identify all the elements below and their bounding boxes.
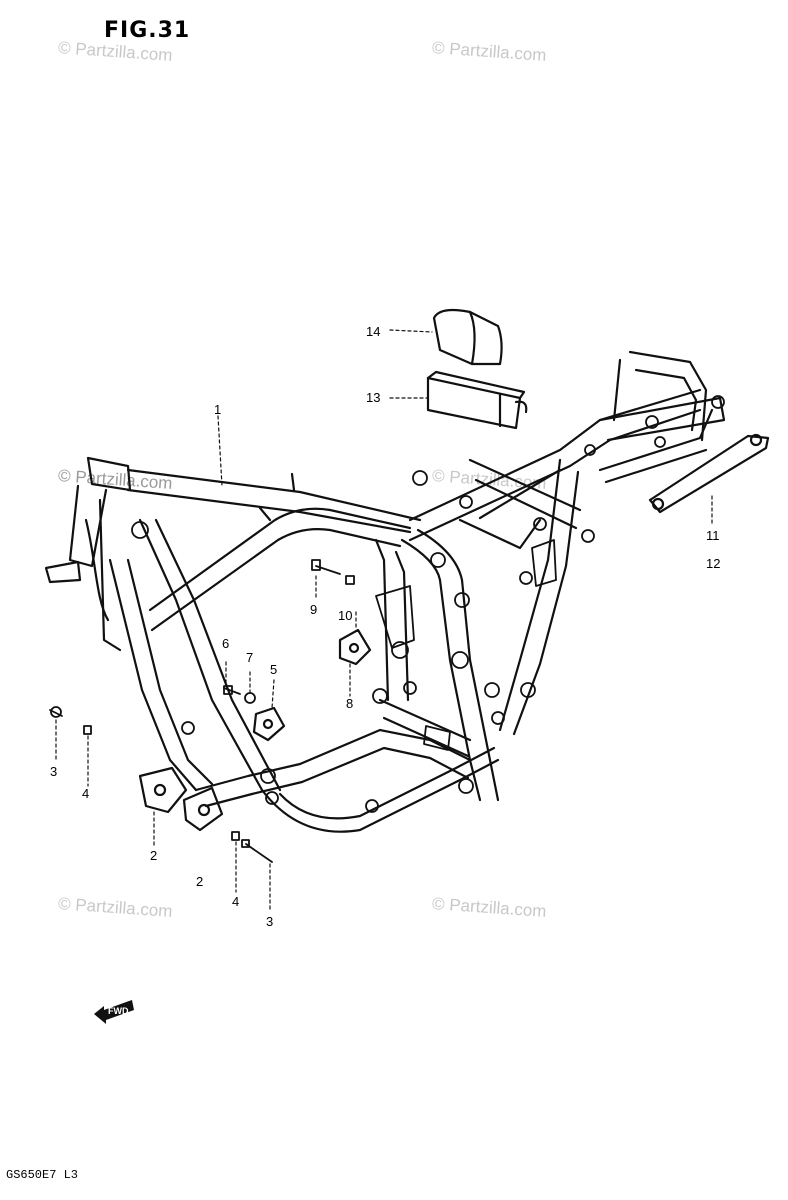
forward-badge-label: FWD [108,1006,129,1016]
callout-3-left: 3 [50,764,58,779]
battery-cover-part-14 [432,308,503,366]
callout-5: 5 [270,662,278,677]
callout-1: 1 [214,402,222,417]
plate-part-5 [252,706,286,742]
callout-7: 7 [246,650,254,665]
callout-2-right: 2 [196,874,204,889]
battery-holder-part-13 [426,370,528,430]
figure-title: FIG.31 [104,18,191,43]
callout-9: 9 [310,602,318,617]
callout-12: 12 [706,556,721,571]
bottom-cradle [194,698,500,833]
rear-frame [408,350,726,736]
forward-arrow-icon: FWD [94,1000,134,1024]
footer-code: GS650E7 L3 [6,1168,79,1182]
rear-bracket-part-11 [648,433,770,514]
callout-3-right: 3 [266,914,274,929]
down-tubes [108,518,282,792]
callout-11: 11 [706,528,720,543]
callout-4-left: 4 [82,786,90,801]
main-loop [148,507,500,802]
frame-lugs [131,395,725,813]
callout-13: 13 [366,390,381,405]
callout-8: 8 [346,696,354,711]
callout-10: 10 [338,608,353,623]
leader-lines [55,329,713,913]
engine-plate-part-2 [138,766,224,832]
steering-head [44,456,132,652]
callout-4-right: 4 [232,894,240,909]
top-tube [126,468,422,534]
callout-6: 6 [222,636,230,651]
bolts-and-nuts [49,559,355,863]
callout-2-left: 2 [150,848,158,863]
plate-part-8 [338,628,372,666]
callout-14: 14 [366,324,381,339]
